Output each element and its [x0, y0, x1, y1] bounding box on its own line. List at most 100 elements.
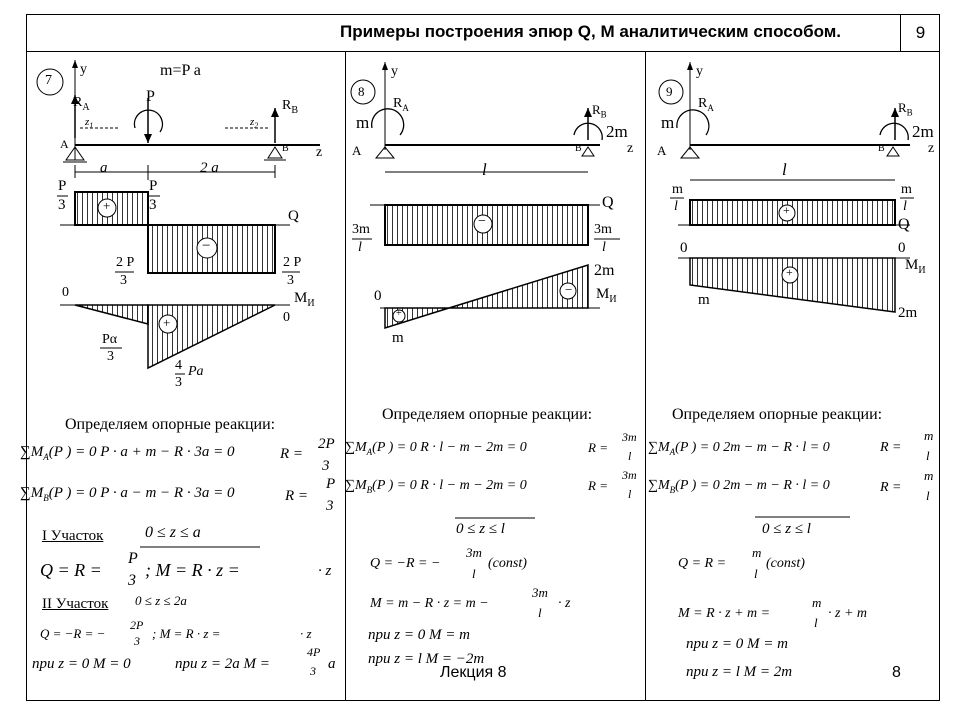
p8-q-minus: − [478, 214, 486, 229]
p8-z-axis: z [627, 141, 634, 156]
slide-number: 9 [900, 14, 940, 52]
p7-q-mid-num: P [149, 178, 158, 194]
p7-pri2: при z = 2a M = [175, 656, 270, 672]
p9-m-left-val: m [698, 292, 710, 308]
p8-pri2: при z = l M = −2m [368, 651, 485, 667]
p7-m-left-num: Pα [102, 332, 118, 347]
p7-a-point: A [60, 137, 69, 151]
panel7-beam-scheme [36, 60, 320, 180]
p8-m-right-val: 2m [594, 262, 615, 279]
p7-pri2-den: 3 [310, 664, 316, 678]
p9-m-plus: + [786, 265, 793, 279]
p9-eq1-num: m [924, 428, 934, 443]
p7-dim-a: a [100, 160, 108, 176]
p8-eq2-den: l [628, 487, 632, 501]
p8-a-point: A [352, 143, 362, 158]
p9-eq1-result: R = [880, 440, 902, 455]
p7-q-minus: − [202, 238, 211, 254]
page-number: 8 [892, 664, 901, 681]
p9-b-point: B [878, 143, 885, 154]
p7-part1-range: 0 ≤ z ≤ a [145, 524, 201, 541]
p9-rb-label: RB [898, 100, 913, 118]
p8-ra-label: RA [393, 96, 409, 113]
p8-q-left-num: 3m [352, 222, 370, 237]
p7-eq1-result: R = [280, 446, 304, 462]
p9-reactions-title: Определяем опорные реакции: [672, 406, 883, 423]
column-divider-2 [645, 52, 646, 701]
slide-frame [26, 14, 940, 701]
p7-y-axis: y [80, 62, 87, 77]
p7-q-left-den: 3 [58, 197, 66, 213]
p9-number: 9 [666, 84, 673, 99]
p7-part2-num: 2P [130, 618, 144, 632]
p7-m-zero-left: 0 [62, 285, 69, 300]
p7-moment-label: m=P a [160, 62, 201, 79]
p7-q-mid-den: 3 [149, 197, 157, 213]
p8-q-eq: Q = −R = − [370, 556, 441, 571]
p8-y-axis: y [391, 64, 398, 79]
panel7-m-diagram [60, 304, 290, 370]
p7-eq2: ∑MB(P ) = 0 P · a − m − R · 3a = 0 [20, 485, 235, 503]
p9-m-eq-den: l [814, 615, 818, 630]
p7-m-bot-tail: Pa [188, 364, 204, 379]
p7-q-label: Q [288, 208, 299, 224]
p8-m-plus: + [396, 308, 402, 319]
p9-eq2-result: R = [880, 480, 902, 495]
p7-m-label: МИ [294, 290, 315, 309]
p8-eq2: ∑MB(P ) = 0 R · l − m − 2m = 0 [345, 478, 527, 495]
lecture-label: Лекция 8 [440, 664, 507, 681]
p7-b-point: B [282, 143, 289, 154]
p8-m-eq-num: 3m [532, 585, 548, 600]
p8-span: l [482, 160, 487, 179]
p9-eq2-den: l [926, 488, 930, 503]
p7-m-zero-right: 0 [283, 310, 290, 325]
p8-reactions-title: Определяем опорные реакции: [382, 406, 593, 423]
p9-eq1-den: l [926, 448, 930, 463]
p9-q-eq-num: m [752, 545, 762, 560]
p8-m-left-val: m [392, 330, 404, 346]
p7-eq2-num: P [326, 476, 336, 492]
header-bar [26, 14, 940, 52]
p8-m-label: МИ [596, 286, 617, 305]
p8-b-point: B [575, 143, 582, 154]
p9-eq1: ∑MA(P ) = 0 2m − m − R · l = 0 [648, 440, 830, 457]
p8-m-eq: M = m − R · z = m − [370, 596, 489, 611]
p9-m-label: МИ [905, 257, 926, 276]
p7-m-left-den: 3 [107, 349, 114, 364]
p7-q-plus: + [103, 198, 111, 213]
p8-m-eq-tail: · z [558, 596, 571, 611]
p7-part2-q: Q = −R = − [40, 626, 106, 641]
p9-m-right: 2m [912, 122, 934, 141]
p7-number: 7 [45, 73, 52, 88]
p7-q-right-num: 2 P [283, 255, 302, 270]
p7-m-plus: + [163, 315, 171, 330]
panel8-beam-scheme [350, 62, 603, 173]
p7-pri2-tail: a [328, 656, 336, 672]
p7-q-low-num: 2 P [116, 255, 135, 270]
p8-eq1-num: 3m [622, 430, 637, 444]
p9-z-axis: z [928, 141, 935, 156]
p7-dim-2a: 2 a [200, 160, 219, 176]
p7-part1-tail: · z [318, 563, 332, 579]
p9-q-left-num: m [672, 182, 683, 197]
p9-pri1: при z = 0 M = m [686, 636, 788, 652]
p7-eq1-den: 3 [322, 458, 330, 474]
p7-pri1: при z = 0 M = 0 [32, 656, 131, 672]
p8-q-right-num: 3m [594, 222, 612, 237]
p9-span: l [782, 160, 787, 179]
p7-rb-label: RB [282, 98, 299, 116]
p7-eq1-num: 2P [318, 436, 335, 452]
p7-part1-m: ; M = R · z = [145, 560, 240, 580]
p9-m-eq-num: m [812, 595, 822, 610]
p9-eq2: ∑MB(P ) = 0 2m − m − R · l = 0 [648, 478, 830, 495]
panel7-q-diagram [60, 191, 290, 274]
p7-z2: z2 [250, 116, 259, 131]
p8-q-label: Q [602, 194, 614, 211]
p7-eq1: ∑MA(P ) = 0 P · a + m − R · 3a = 0 [20, 444, 235, 462]
p7-part2-den: 3 [134, 634, 140, 648]
p8-number: 8 [358, 84, 365, 99]
p7-part2-tail: · z [300, 626, 312, 641]
p8-m-zero: 0 [374, 288, 382, 304]
p8-m-eq-den: l [538, 605, 542, 620]
p9-q-label: Q [898, 216, 910, 233]
